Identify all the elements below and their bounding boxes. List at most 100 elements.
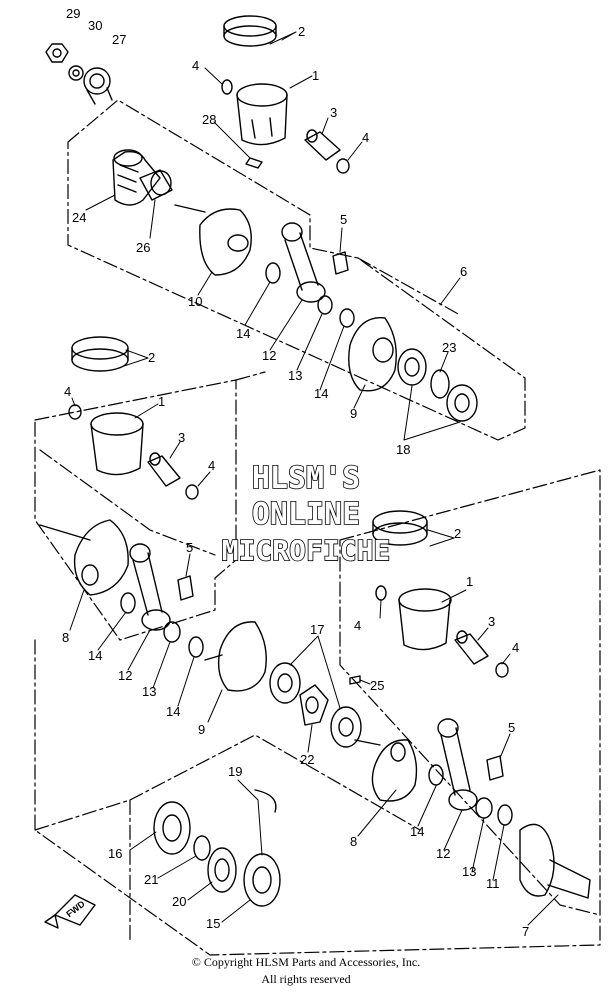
- washer-14c: [120, 592, 136, 614]
- copyright-line-2: All rights reserved: [261, 972, 351, 986]
- crank-9-top: [348, 317, 397, 392]
- crank-7: [519, 823, 591, 899]
- label-3: 3: [330, 105, 337, 120]
- washer-30: [68, 65, 84, 81]
- piston-1-middle: [90, 412, 144, 476]
- label-22: 22: [300, 752, 314, 767]
- seal-27: [83, 67, 113, 105]
- label-2: 2: [148, 350, 155, 365]
- circlip-19: [254, 789, 277, 813]
- clip-4c: [68, 404, 82, 420]
- label-8: 8: [62, 630, 69, 645]
- group-outline-right: [339, 469, 601, 916]
- bearing-18a: [397, 348, 427, 386]
- clip-4e: [375, 585, 387, 601]
- watermark-line-1: HLSM'S: [252, 461, 360, 496]
- label-11: 11: [486, 876, 500, 891]
- label-17: 17: [310, 622, 324, 637]
- washer-11: [497, 804, 513, 826]
- piston-1-right: [398, 588, 452, 651]
- washer-14b: [339, 308, 355, 328]
- label-14: 14: [88, 648, 102, 663]
- label-12: 12: [262, 348, 276, 363]
- piston-rings-2-right: [372, 510, 428, 546]
- watermark-line-2: ONLINE: [252, 497, 360, 532]
- label-4: 4: [512, 640, 519, 655]
- label-29: 29: [66, 6, 80, 21]
- copyright-line-1: © Copyright HLSM Parts and Accessories, …: [191, 955, 421, 969]
- spacer-26: [139, 169, 173, 201]
- group-outline-top: [67, 99, 526, 441]
- label-13: 13: [142, 684, 156, 699]
- bearing-5-right: [486, 755, 504, 781]
- label-28: 28: [202, 112, 216, 127]
- part-numbers: 29 30 27 2 4 1 28 3 4 24 26 10 5 6 14 12…: [62, 6, 529, 939]
- label-7: 7: [522, 924, 529, 939]
- group-outline-middle: [34, 371, 266, 641]
- label-26: 26: [136, 240, 150, 255]
- label-13: 13: [462, 864, 476, 879]
- washer-14d: [188, 636, 204, 658]
- label-5: 5: [340, 212, 347, 227]
- label-2: 2: [454, 526, 461, 541]
- label-24: 24: [72, 210, 86, 225]
- label-6: 6: [460, 264, 467, 279]
- label-19: 19: [228, 764, 242, 779]
- label-9: 9: [350, 406, 357, 421]
- bearing-18b: [446, 384, 478, 422]
- washer-21: [193, 835, 211, 861]
- label-30: 30: [88, 18, 102, 33]
- label-1: 1: [158, 394, 165, 409]
- label-16: 16: [108, 846, 122, 861]
- label-23: 23: [442, 340, 456, 355]
- bearing-16: [153, 801, 191, 855]
- pin-3-right: [454, 630, 489, 665]
- label-9: 9: [198, 722, 205, 737]
- washer-13a: [317, 295, 333, 315]
- label-14: 14: [236, 326, 250, 341]
- label-8: 8: [350, 834, 357, 849]
- clip-4b: [336, 158, 350, 174]
- watermark: HLSM'S ONLINE MICROFICHE: [221, 460, 391, 568]
- label-4: 4: [64, 384, 71, 399]
- label-3: 3: [488, 614, 495, 629]
- bearing-17a: [269, 662, 301, 704]
- label-20: 20: [172, 894, 186, 909]
- label-13: 13: [288, 368, 302, 383]
- leader-lines: [69, 31, 559, 926]
- label-27: 27: [112, 32, 126, 47]
- clip-4d: [185, 484, 199, 500]
- pin-3-top: [304, 129, 341, 161]
- clip-4f: [495, 662, 509, 678]
- crank-8-left: [39, 519, 129, 596]
- label-4: 4: [354, 618, 361, 633]
- nut-29: [45, 43, 69, 63]
- washer-13c: [475, 797, 493, 819]
- bearing-5-top: [332, 251, 349, 275]
- label-4: 4: [208, 458, 215, 473]
- label-15: 15: [206, 916, 220, 931]
- label-14: 14: [410, 824, 424, 839]
- crank-9-middle: [204, 621, 267, 692]
- label-3: 3: [178, 430, 185, 445]
- washer-13b: [163, 621, 181, 643]
- bearing-5-middle: [177, 575, 194, 601]
- conrod-12-middle: [129, 543, 171, 631]
- label-21: 21: [144, 872, 158, 887]
- label-5: 5: [186, 540, 193, 555]
- label-10: 10: [188, 294, 202, 309]
- bearing-24: [112, 149, 161, 206]
- pin-25: [349, 675, 361, 685]
- label-1: 1: [312, 68, 319, 83]
- piston-rings-2-middle: [71, 336, 129, 372]
- conrod-12-top: [281, 222, 326, 303]
- label-12: 12: [118, 668, 132, 683]
- bearing-15: [243, 853, 281, 907]
- cage-23: [430, 369, 450, 399]
- key-28: [245, 157, 263, 169]
- piston-1-top: [236, 83, 288, 146]
- watermark-line-3: MICROFICHE: [222, 534, 391, 567]
- pin-3-middle: [147, 452, 181, 487]
- clip-4a: [221, 79, 233, 95]
- fwd-arrow: [44, 894, 96, 929]
